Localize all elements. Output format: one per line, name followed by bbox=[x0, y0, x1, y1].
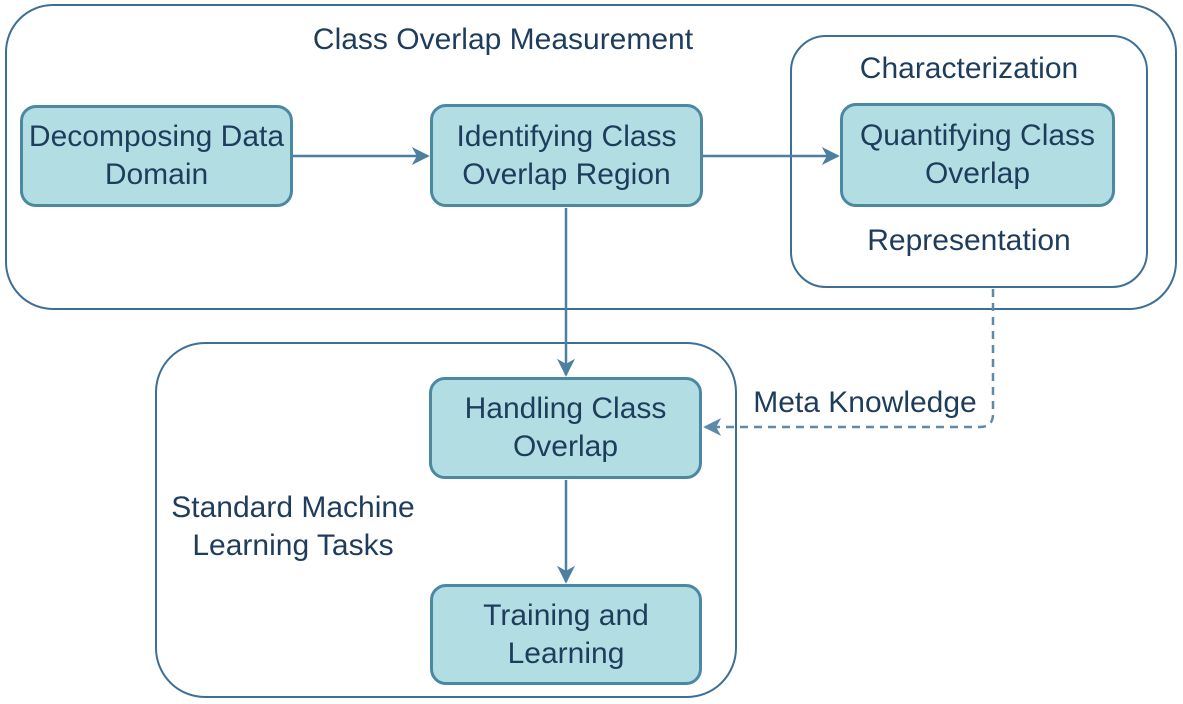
container-characterization-representation bbox=[790, 35, 1148, 288]
label-representation: Representation bbox=[867, 224, 1071, 257]
label-characterization: Characterization bbox=[859, 52, 1079, 85]
label-standard-machine-learning-tasks: Standard Machine Learning Tasks bbox=[171, 491, 415, 562]
label-meta-knowledge: Meta Knowledge bbox=[753, 386, 977, 419]
node-handling-class-overlap: Handling Class Overlap bbox=[429, 377, 702, 479]
label-class-overlap-measurement: Class Overlap Measurement bbox=[312, 23, 694, 56]
container-standard-ml-tasks bbox=[155, 342, 737, 698]
node-training-and-learning: Training and Learning bbox=[430, 584, 702, 685]
node-quantifying-class-overlap: Quantifying Class Overlap bbox=[840, 103, 1115, 207]
node-decomposing-data-domain: Decomposing Data Domain bbox=[20, 105, 293, 207]
node-identifying-class-overlap-region: Identifying Class Overlap Region bbox=[430, 104, 703, 207]
container-class-overlap-measurement bbox=[5, 4, 1177, 310]
